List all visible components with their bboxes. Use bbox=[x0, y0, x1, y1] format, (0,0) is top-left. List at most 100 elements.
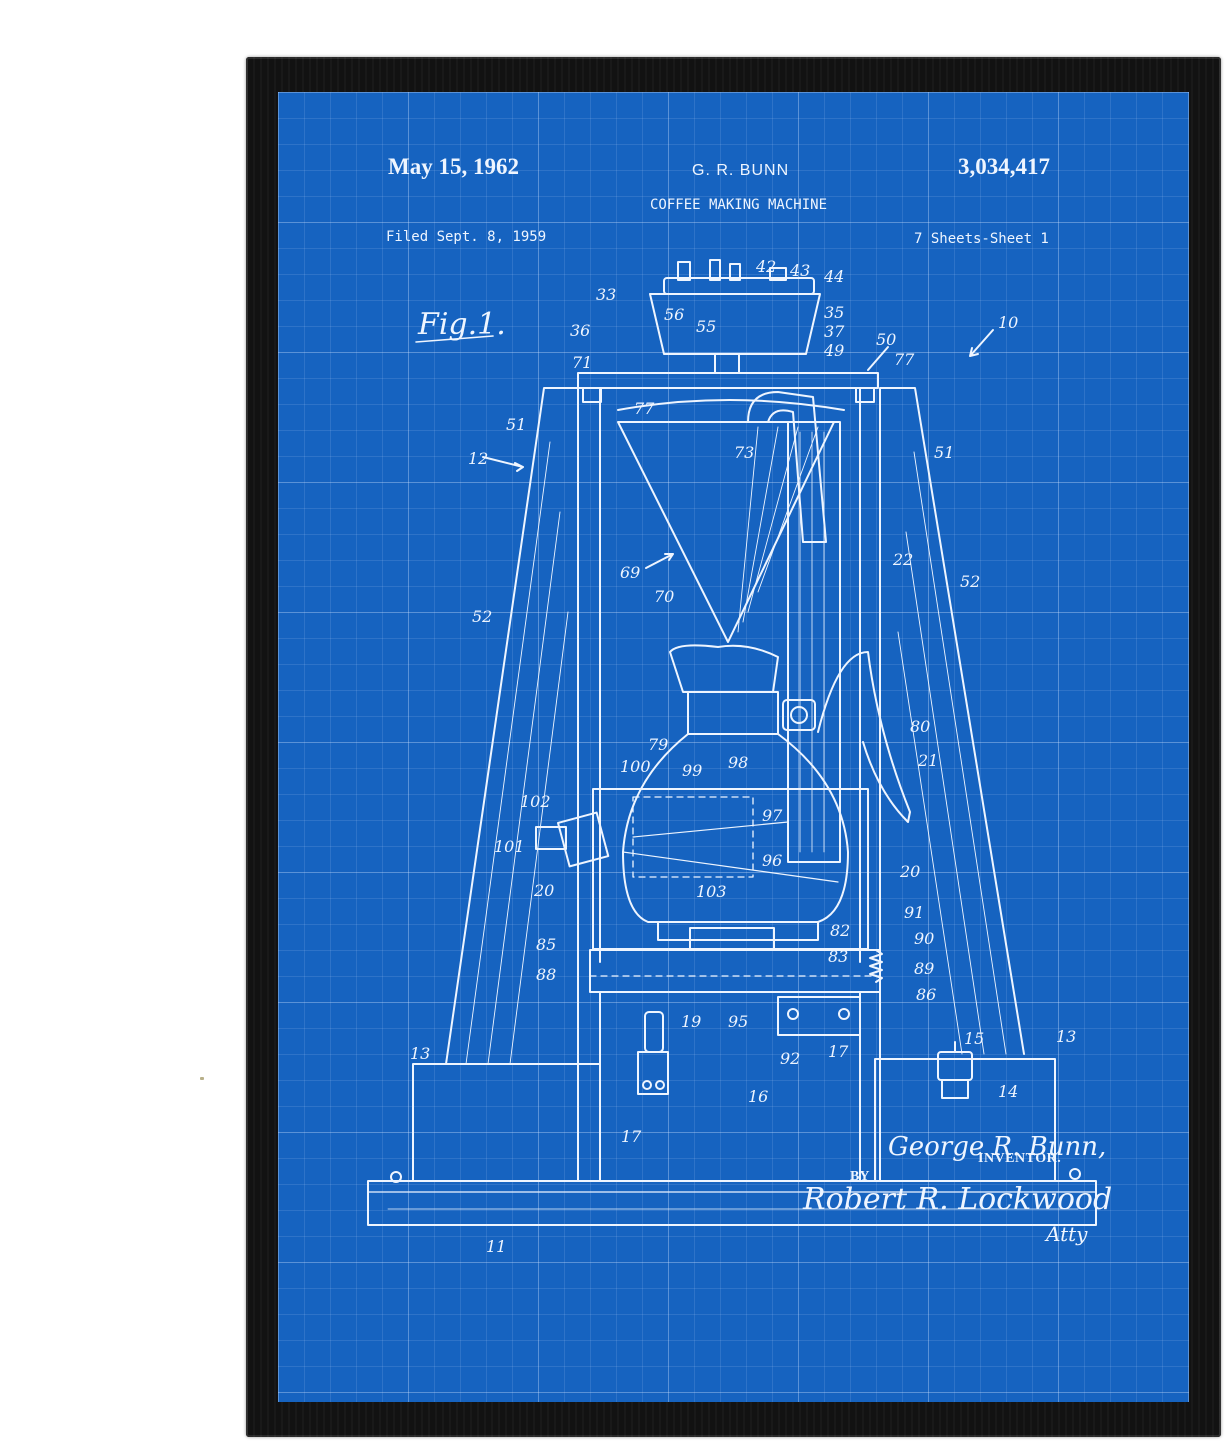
power-switch-body bbox=[941, 1079, 969, 1099]
ref-86: 86 bbox=[916, 985, 936, 1004]
ref-102: 102 bbox=[520, 792, 551, 811]
ref-88: 88 bbox=[536, 965, 556, 984]
attorney-signature: Robert R. Lockwood bbox=[803, 1182, 1113, 1217]
patent-date: May 15, 1962 bbox=[388, 154, 519, 179]
ref-11: 11 bbox=[486, 1237, 506, 1256]
patent-title: COFFEE MAKING MACHINE bbox=[650, 197, 828, 213]
ref-44: 44 bbox=[823, 267, 844, 286]
ref-77a: 77 bbox=[634, 399, 655, 418]
ref-13b: 13 bbox=[1056, 1027, 1076, 1046]
indicator-terminal-1 bbox=[642, 1080, 652, 1090]
spray-head-fitting-2 bbox=[709, 259, 721, 281]
ref-21: 21 bbox=[917, 751, 938, 770]
warmer-frame bbox=[592, 788, 869, 950]
left-housing-shade-1 bbox=[465, 441, 551, 1065]
switch-mount bbox=[535, 826, 567, 850]
ref-100: 100 bbox=[620, 757, 651, 776]
ref-101: 101 bbox=[494, 837, 525, 856]
ref-20a: 20 bbox=[533, 881, 554, 900]
spray-head-bowl bbox=[649, 293, 821, 355]
leader-arrow-69 bbox=[645, 553, 674, 569]
ref-14: 14 bbox=[998, 1082, 1018, 1101]
thermostat-screw-left bbox=[787, 1008, 799, 1020]
ref-12: 12 bbox=[468, 449, 488, 468]
top-cover-bracket-left bbox=[582, 387, 602, 403]
spray-head-fitting-1 bbox=[677, 261, 691, 281]
tank-window-knob bbox=[790, 706, 808, 724]
ref-79: 79 bbox=[648, 735, 668, 754]
decanter-spout bbox=[669, 644, 779, 693]
ref-83: 83 bbox=[828, 947, 848, 966]
warmer-inner-dashed bbox=[632, 796, 754, 878]
thermostat-screw-right bbox=[838, 1008, 850, 1020]
leader-arrow-12 bbox=[482, 456, 524, 472]
funnel-shade-2 bbox=[742, 426, 779, 623]
left-housing-panel bbox=[445, 387, 579, 1182]
ref-99: 99 bbox=[682, 761, 702, 780]
decanter-collar bbox=[687, 691, 779, 735]
water-tank bbox=[787, 421, 841, 863]
right-housing-panel bbox=[879, 387, 1025, 1182]
indicator-socket bbox=[637, 1051, 669, 1095]
ref-82: 82 bbox=[830, 921, 850, 940]
ref-19: 19 bbox=[681, 1012, 701, 1031]
plate-support bbox=[689, 927, 775, 951]
inventor-label: INVENTOR. bbox=[978, 1151, 1062, 1166]
ref-37: 37 bbox=[824, 322, 845, 341]
right-housing-shade-2 bbox=[905, 531, 985, 1055]
ref-33: 33 bbox=[596, 285, 616, 304]
ref-71: 71 bbox=[572, 353, 592, 372]
top-cover bbox=[577, 372, 879, 389]
ref-89: 89 bbox=[914, 959, 934, 978]
indicator-terminal-2 bbox=[655, 1080, 665, 1090]
left-housing-shade-2 bbox=[487, 511, 561, 1065]
base-screw-left bbox=[390, 1171, 402, 1183]
decanter-base bbox=[657, 921, 819, 941]
left-foot-box bbox=[412, 1063, 601, 1182]
spray-head-fitting-3 bbox=[729, 263, 741, 281]
ref-55: 55 bbox=[696, 317, 716, 336]
inventor-name-header: G. R. BUNN bbox=[692, 162, 790, 179]
ref-36: 36 bbox=[570, 321, 590, 340]
ref-77b: 77 bbox=[894, 350, 915, 369]
ref-95: 95 bbox=[728, 1012, 748, 1031]
heater-spring bbox=[869, 949, 883, 983]
sheet-count: 7 Sheets-Sheet 1 bbox=[914, 231, 1049, 247]
ref-70: 70 bbox=[654, 587, 674, 606]
dust-speck bbox=[200, 1077, 204, 1080]
ref-43: 43 bbox=[789, 261, 810, 280]
ref-51b: 51 bbox=[934, 443, 954, 462]
ref-69: 69 bbox=[620, 563, 640, 582]
power-switch bbox=[937, 1051, 973, 1081]
filed-date: Filed Sept. 8, 1959 bbox=[386, 229, 547, 245]
brew-funnel bbox=[617, 421, 835, 643]
ref-80: 80 bbox=[910, 717, 930, 736]
brew-funnel-rim bbox=[617, 399, 845, 411]
inventor-signature: George R. Bunn, bbox=[888, 1132, 1107, 1162]
right-housing-shade-1 bbox=[913, 451, 1007, 1055]
patent-number: 3,034,417 bbox=[958, 154, 1050, 179]
thermostat-plate bbox=[777, 996, 861, 1036]
ref-85: 85 bbox=[536, 935, 556, 954]
ref-91: 91 bbox=[904, 903, 924, 922]
switch-lever bbox=[556, 811, 610, 868]
ref-96: 96 bbox=[762, 851, 782, 870]
ref-90: 90 bbox=[914, 929, 934, 948]
warmer-cross-2 bbox=[622, 851, 839, 883]
ref-73: 73 bbox=[734, 443, 754, 462]
spray-head-stem bbox=[714, 353, 740, 374]
ref-13a: 13 bbox=[410, 1044, 430, 1063]
ref-42: 42 bbox=[755, 257, 776, 276]
ref-22: 22 bbox=[892, 550, 913, 569]
ref-97: 97 bbox=[762, 806, 783, 825]
coffee-machine-drawing: Fig.1. bbox=[367, 257, 1097, 1256]
ref-16: 16 bbox=[748, 1087, 768, 1106]
ref-56: 56 bbox=[664, 305, 684, 324]
top-cover-bracket-right bbox=[855, 387, 875, 403]
spray-head-fitting-4 bbox=[769, 267, 787, 281]
ref-17a: 17 bbox=[621, 1127, 642, 1146]
decanter-handle bbox=[817, 651, 911, 823]
ref-20b: 20 bbox=[899, 862, 920, 881]
funnel-shade-3 bbox=[747, 426, 799, 613]
attorney-abbrev: Atty bbox=[1046, 1222, 1088, 1246]
